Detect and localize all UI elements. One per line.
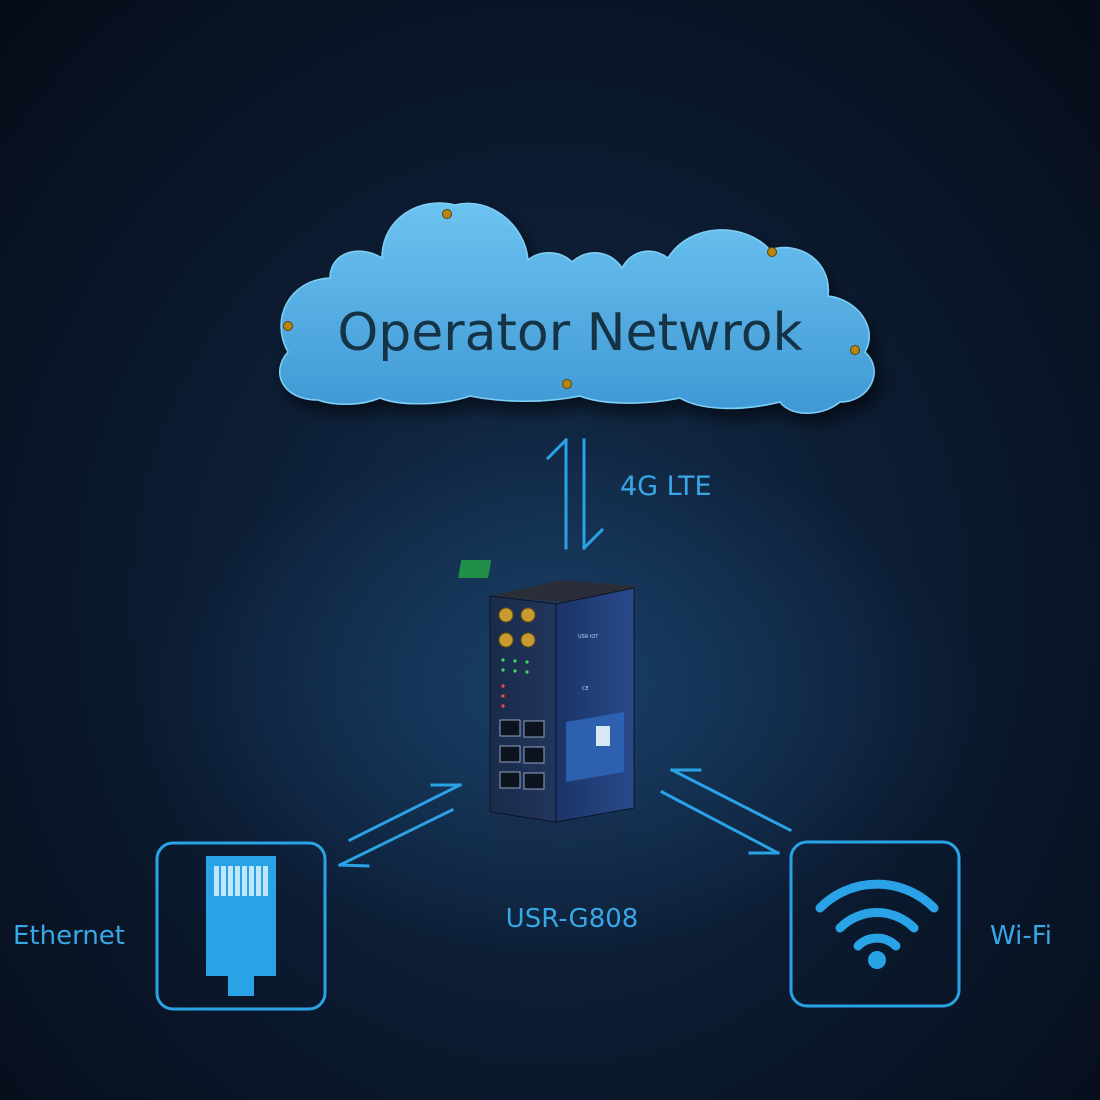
wifi-node xyxy=(789,840,961,1008)
ethernet-node-frame xyxy=(155,841,327,1011)
ce-mark: CE xyxy=(582,686,589,692)
wifi-node-frame xyxy=(789,840,961,1008)
operator-network-cloud xyxy=(278,202,875,414)
ethernet-ports xyxy=(499,719,545,790)
router-device: USR IOT CE xyxy=(458,560,640,880)
wifi-label: Wi-Fi xyxy=(990,921,1052,951)
cloud-label: Operator Netwrok xyxy=(337,303,802,363)
ethernet-link-arrows xyxy=(337,782,463,868)
lte-link-arrows xyxy=(545,437,605,551)
wifi-dot xyxy=(868,951,886,969)
screw-icon xyxy=(850,345,860,355)
antenna-connector-icon xyxy=(498,632,514,648)
device-brand: USR IOT xyxy=(578,634,599,640)
ethernet-label: Ethernet xyxy=(13,921,125,951)
ethernet-node xyxy=(155,841,327,1011)
screw-icon xyxy=(283,321,293,331)
device-name-label: USR-G808 xyxy=(506,904,639,934)
antenna-connector-icon xyxy=(520,632,536,648)
screw-icon xyxy=(767,247,777,257)
ethernet-plug-icon xyxy=(206,856,276,996)
qr-code xyxy=(596,726,610,746)
screw-icon xyxy=(562,379,572,389)
screw-icon xyxy=(442,209,452,219)
link-label: 4G LTE xyxy=(620,471,712,502)
wifi-icon xyxy=(815,879,939,951)
din-clip xyxy=(458,560,492,578)
wifi-link-arrows xyxy=(659,767,793,856)
status-leds xyxy=(501,658,529,708)
antenna-connector-icon xyxy=(520,607,536,623)
antenna-connector-icon xyxy=(498,607,514,623)
